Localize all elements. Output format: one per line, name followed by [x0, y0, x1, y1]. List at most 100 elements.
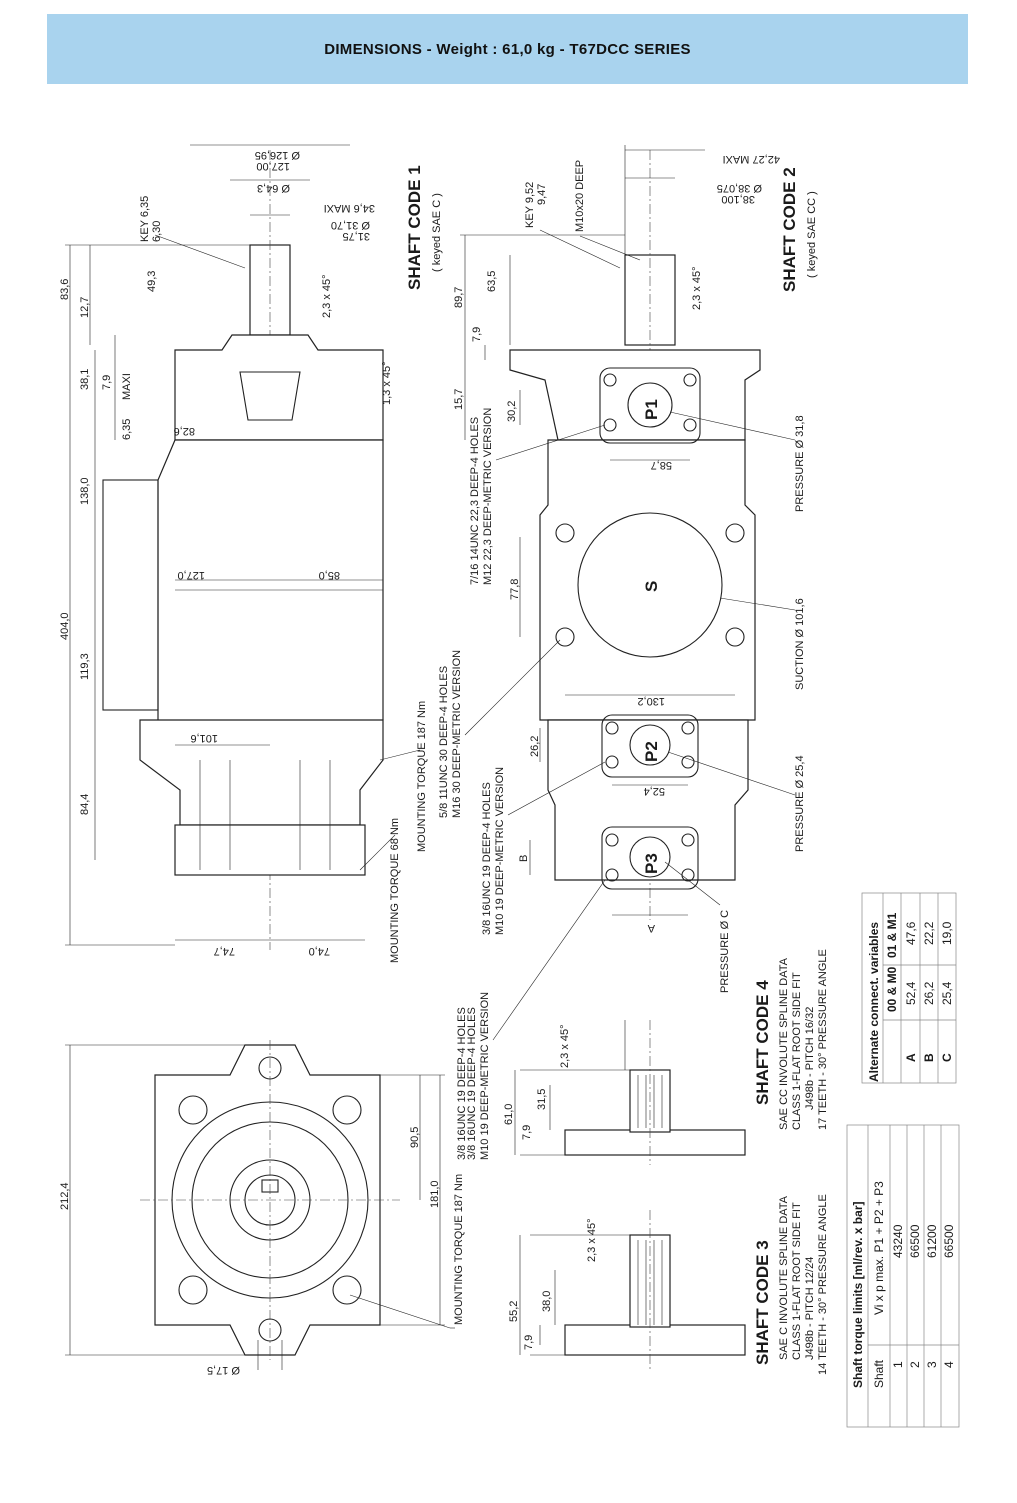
key-6-30: 6,30	[151, 221, 163, 242]
shaft-code-1-title: SHAFT CODE 1	[405, 165, 424, 290]
alt-row-b-01: 22,2	[922, 921, 936, 945]
dim-55-2: 55,2	[508, 1301, 520, 1322]
dim-7-9-d: 7,9	[521, 1125, 533, 1140]
torque-row-3-value: 61200	[925, 1224, 939, 1258]
p2-pad	[601, 714, 699, 778]
shaft-3-line4: 14 TEETH - 30° PRESSURE ANGLE	[817, 1194, 829, 1375]
p3-pad	[601, 826, 699, 890]
alt-table-title: Alternate connect. variables	[867, 922, 881, 1082]
mounting-flange	[174, 334, 384, 441]
dim-38-1: 38,1	[79, 369, 91, 390]
alt-row-a-00: 52,4	[904, 981, 918, 1005]
dim-85-0: 85,0	[319, 569, 340, 581]
p1-pad	[599, 367, 701, 444]
p2-bolt-holes	[605, 721, 695, 769]
dim-212-4: 212,4	[59, 1182, 71, 1210]
suction-port-circle	[577, 512, 723, 658]
port-flange	[509, 349, 761, 441]
torque-row-2-value: 66500	[908, 1224, 922, 1258]
dim-31-75: 31,75	[342, 230, 370, 242]
torque-row-4-shaft: 4	[942, 1361, 956, 1368]
alt-row-c-00: 25,4	[940, 981, 954, 1005]
alt-row-c-01: 19,0	[940, 921, 954, 945]
dim-31-5: 31,5	[536, 1089, 548, 1110]
torque-row-1-value: 43240	[891, 1224, 905, 1258]
side-boss	[102, 479, 159, 711]
dim-138-0: 138,0	[79, 477, 91, 505]
dim-74-7: 74,7	[214, 945, 235, 957]
port-view-labels: P1 S P2 P3 58,7 77,8 130,2 26,2 52,4 B A…	[453, 153, 818, 993]
key-9-52: KEY 9,52	[524, 182, 536, 228]
p2-port-circle	[629, 724, 671, 766]
side-view-dimensions: 83,6 12,7 38,1 7,9 MAXI 6,35 138,0 404,0…	[59, 149, 443, 963]
shaft-code-2-subtitle: ( keyed SAE CC )	[806, 191, 818, 278]
alt-row-b-label: B	[922, 1053, 936, 1062]
shaft-code-4-title: SHAFT CODE 4	[753, 980, 772, 1105]
dim-127-0: 127,0	[177, 569, 205, 581]
hole-callouts: 7/16 14UNC 22,3 DEEP-4 HOLES M12 22,3 DE…	[438, 408, 606, 1160]
alt-row-a-01: 47,6	[904, 921, 918, 945]
shaft-3-flange	[564, 1324, 746, 1356]
dim-30-2: 30,2	[506, 401, 518, 422]
shaft-code-1-subtitle: ( keyed SAE C )	[431, 193, 443, 272]
holes-p2-line2: M10 19 DEEP-METRIC VERSION	[494, 767, 506, 935]
dim-a: A	[647, 922, 655, 934]
dim-83-6: 83,6	[59, 279, 71, 300]
alt-row-b-00: 26,2	[922, 981, 936, 1005]
holes-p3-line2: M10 19 DEEP-METRIC VERSION	[479, 992, 491, 1160]
dim-127-00: 127,00	[256, 160, 290, 172]
torque-table-header-shaft: Shaft	[872, 1359, 886, 1388]
p3-bolt-holes	[605, 833, 695, 882]
shaft-4-line4: 17 TEETH - 30° PRESSURE ANGLE	[817, 949, 829, 1130]
dim-52-4: 52,4	[644, 785, 665, 797]
dim-58-7: 58,7	[651, 459, 672, 471]
dim-49-3: 49,3	[146, 271, 158, 292]
holes-front-line1: 3/8 16UNC 19 DEEP-4 HOLES	[456, 1007, 468, 1160]
dim-38-100: 38,100	[721, 193, 755, 205]
dim-b: B	[518, 855, 530, 862]
dim-1-3x45: 1,3 x 45°	[381, 361, 393, 405]
dim-77-8: 77,8	[509, 579, 521, 600]
shaft-3-line2: CLASS 1-FLAT ROOT SIDE FIT	[791, 1202, 803, 1360]
key-6-35: KEY 6,35	[139, 196, 151, 242]
dim-84-4: 84,4	[79, 794, 91, 815]
dim-404-0: 404,0	[59, 612, 71, 640]
dim-7-9: 7,9	[101, 375, 113, 390]
torque-table: Shaft torque limits [ml/rev. x bar] Shaf…	[846, 1124, 960, 1428]
dim-maxi: MAXI	[121, 373, 133, 400]
shaft-4-line2: CLASS 1-FLAT ROOT SIDE FIT	[791, 972, 803, 1130]
port-p1-label: P1	[642, 399, 661, 420]
shaft-4-line1: SAE CC INVOLUTE SPLINE DATA	[778, 957, 790, 1130]
dim-15-7: 15,7	[453, 389, 465, 410]
holes-p1-line1: 7/16 14UNC 22,3 DEEP-4 HOLES	[469, 417, 481, 585]
key-9-47: 9,47	[536, 184, 548, 205]
dim-6-35: 6,35	[121, 419, 133, 440]
shaft-3-line3: J498b - PITCH 12/24	[804, 1257, 816, 1360]
dim-63-5: 63,5	[486, 271, 498, 292]
dim-d-64-3: Ø 64,3	[257, 182, 290, 194]
p1-bolt-holes	[603, 373, 697, 432]
dim-d-31-70: Ø 31,70	[331, 219, 370, 231]
torque-row-1-shaft: 1	[891, 1361, 905, 1368]
holes-s-line2: M16 30 DEEP-METRIC VERSION	[451, 650, 463, 818]
p1-port-circle	[627, 382, 673, 428]
torque-table-title: Shaft torque limits [ml/rev. x bar]	[851, 1202, 865, 1388]
dim-42-27-maxi: 42,27 MAXI	[723, 153, 780, 165]
torque-table-header-value: Vi x p max. P1 + P2 + P3	[872, 1181, 886, 1315]
port-p2-label: P2	[642, 741, 661, 762]
shaft-code-4-view: 61,0 7,9 31,5 2,3 x 45° SHAFT CODE 4 SAE…	[503, 949, 829, 1165]
alt-row-a-label: A	[904, 1053, 918, 1062]
p1-pressure-label: PRESSURE Ø 31,8	[794, 415, 806, 512]
mounting-torque-68: MOUNTING TORQUE 68 Nm	[389, 818, 401, 963]
port-p3-label: P3	[642, 853, 661, 874]
suction-label: SUCTION Ø 101,6	[794, 598, 806, 690]
shaft-code-2-title: SHAFT CODE 2	[780, 167, 799, 292]
dim-d-126-95: Ø 126,95	[255, 149, 300, 161]
dim-130-2: 130,2	[637, 695, 665, 707]
front-view: 212,4 90,5 181,0 Ø 17,5 MOUNTING TORQUE …	[59, 1007, 468, 1376]
dim-2-3x45-d: 2,3 x 45°	[559, 1024, 571, 1068]
holes-p3-line1: 3/8 16UNC 19 DEEP-4 HOLES	[466, 1007, 478, 1160]
page-title: DIMENSIONS - Weight : 61,0 kg - T67DCC S…	[324, 40, 691, 58]
m10x20-deep: M10x20 DEEP	[574, 160, 586, 232]
torque-row-3-shaft: 3	[925, 1361, 939, 1368]
